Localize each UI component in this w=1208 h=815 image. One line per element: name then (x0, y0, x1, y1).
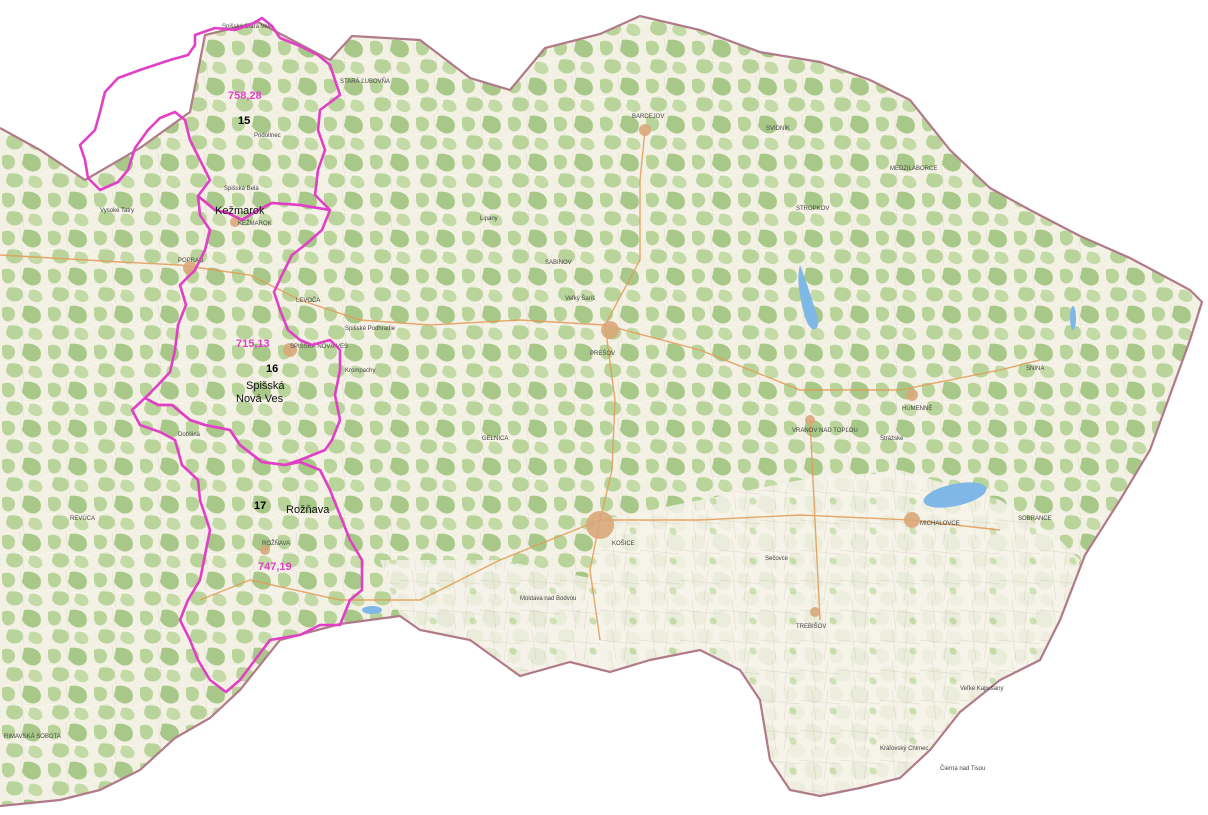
town-label-20: RIMAVSKÁ SOBOTA (4, 733, 61, 740)
district-16-name-line2: Nová Ves (236, 393, 284, 405)
district-labels: 758,28 15 Kežmarok 715,13 16 Spišská Nov… (215, 90, 330, 573)
city-spisska-nova-ves (283, 343, 297, 357)
town-label-11: TREBIŠOV (796, 623, 826, 630)
town-label-33: Podolínec (254, 133, 281, 139)
town-label-4: VRANOV NAD TOPĽOU (792, 428, 858, 434)
region-area (0, 14, 1204, 808)
district-17-value: 747,19 (258, 561, 292, 573)
town-label-0: KOŠICE (612, 540, 635, 547)
town-labels: KOŠICE PREŠOV MICHALOVCE HUMENNÉ VRANOV … (4, 24, 1052, 772)
district-16-name-line1: Spišská (246, 380, 285, 392)
road-prešov-bardejov (604, 129, 646, 326)
district-15-value: 758,28 (228, 90, 262, 102)
town-label-31: Dobšiná (178, 432, 201, 438)
road-d1 (0, 254, 606, 326)
road-košice-michalovce (600, 514, 1001, 531)
lowland-south (380, 560, 610, 676)
town-label-34: Spišská Belá (224, 186, 259, 192)
city-kezmarok (230, 217, 240, 227)
roads (0, 129, 1041, 641)
town-label-1: PREŠOV (590, 350, 615, 357)
town-label-18: ROŽŇAVA (262, 539, 290, 547)
city-vranov (805, 415, 815, 425)
city-michalovce (904, 512, 920, 528)
road-košice-rožňava (199, 519, 601, 601)
town-label-8: MEDZILABORCE (890, 166, 937, 172)
town-label-16: GELNICA (482, 436, 508, 442)
district-15-name: Kežmarok (215, 205, 265, 217)
town-label-23: Lipany (480, 216, 498, 222)
town-label-5: BARDEJOV (632, 114, 664, 120)
town-label-25: Moldava nad Bodvou (520, 596, 576, 602)
road-vranov-trebišov (809, 419, 821, 621)
town-label-28: Veľké Kapušany (960, 686, 1003, 692)
town-label-14: POPRAD (178, 258, 204, 264)
district-17-number: 17 (254, 500, 266, 512)
town-label-24: Sečovce (765, 556, 789, 562)
lake-domasa (798, 265, 819, 330)
district-borders (78, 16, 364, 694)
town-label-9: SNINA (1026, 366, 1044, 372)
district-17-border (130, 396, 364, 694)
town-label-10: SOBRANCE (1018, 516, 1052, 522)
town-label-30: Krompachy (345, 368, 375, 374)
town-label-7: STROPKOV (796, 206, 829, 212)
city-bardejov (639, 124, 651, 136)
road-prešov-košice (589, 324, 616, 641)
town-label-6: SVIDNÍK (766, 125, 790, 132)
town-label-13: STARÁ ĽUBOVŇA (340, 78, 390, 85)
town-label-17: SPIŠSKÁ NOVÁ VES (290, 343, 348, 350)
city-roznava (260, 545, 270, 555)
road-prešov-snina (604, 324, 1041, 391)
water-bodies (362, 265, 1076, 614)
lowland-area (570, 470, 1080, 796)
lake-hrhov (362, 606, 382, 614)
lake-zemplinska-sirava (923, 482, 987, 508)
town-label-19: KEŽMAROK (238, 219, 272, 227)
town-label-29: Spišské Podhradie (345, 326, 396, 332)
district-16-border (143, 194, 342, 467)
district-16-number: 16 (266, 363, 278, 375)
town-label-22: Veľký Šariš (565, 295, 595, 302)
town-label-21: REVÚCA (70, 515, 95, 522)
city-kosice (586, 511, 614, 539)
district-16-value: 715,13 (236, 338, 270, 350)
town-label-15: LEVOČA (296, 297, 320, 304)
town-label-32: Strážske (880, 436, 904, 442)
city-areas (183, 124, 920, 617)
city-presov (601, 321, 619, 339)
town-label-35: Vysoké Tatry (100, 208, 134, 214)
district-17-name: Rožňava (286, 504, 330, 516)
city-humenne (906, 389, 918, 401)
town-label-3: HUMENNÉ (902, 405, 932, 412)
town-label-12: SABINOV (545, 260, 572, 266)
city-trebisov (810, 607, 820, 617)
district-15-number: 15 (238, 115, 250, 127)
town-label-2: MICHALOVCE (920, 521, 960, 527)
lake-starina (1070, 306, 1076, 330)
town-label-26: Kráľovský Chlmec (880, 746, 928, 752)
region-border (0, 14, 1204, 808)
town-label-27: Čierna nad Tisou (940, 765, 985, 772)
